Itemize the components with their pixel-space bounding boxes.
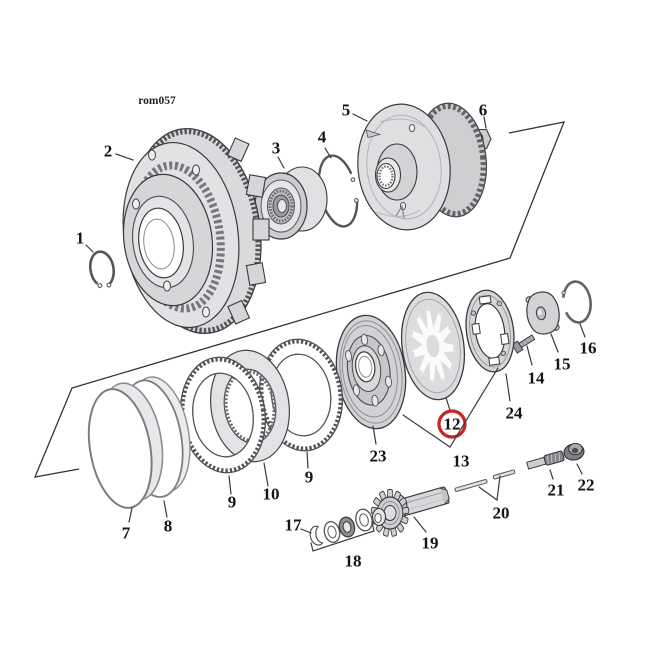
- part-label-6: 6: [479, 101, 488, 120]
- part-17-clip: [309, 525, 324, 546]
- part-14-bolt: [511, 334, 536, 354]
- part-label-9: 9: [305, 468, 314, 487]
- leader-line-22: [576, 463, 583, 475]
- part-label-9: 9: [228, 493, 237, 512]
- part-label-5: 5: [342, 101, 351, 120]
- part-label-21: 21: [548, 481, 565, 500]
- leader-line-13: [402, 367, 499, 448]
- leader-line-3: [277, 156, 285, 169]
- part-16-snap-ring: [561, 280, 592, 324]
- leader-line-7: [128, 507, 133, 523]
- part-label-18: 18: [345, 552, 362, 571]
- figure-code: rom057: [138, 95, 176, 107]
- part-23-pressure-plate: [335, 314, 407, 430]
- diagram-frame: [33, 121, 566, 478]
- part-label-2: 2: [104, 142, 113, 161]
- part-18-washers: [323, 508, 373, 543]
- leader-line-24: [505, 373, 511, 402]
- part-label-16: 16: [580, 339, 597, 358]
- leader-line-5: [352, 113, 368, 122]
- leader-line-6: [483, 116, 487, 129]
- leader-line-20: [478, 475, 501, 502]
- part-12-diaphragm-spring: [395, 288, 471, 404]
- leader-line-16: [579, 323, 586, 338]
- frame-zigzag-line: [33, 121, 566, 478]
- leader-line-1: [85, 244, 94, 253]
- part-label-23: 23: [370, 447, 387, 466]
- part-20-pins: [454, 469, 516, 492]
- leader-line-10: [263, 462, 269, 487]
- leader-line-2: [115, 153, 134, 161]
- part-label-1: 1: [76, 229, 85, 248]
- leader-line-19: [413, 516, 427, 533]
- highlight-circle-part-12: [437, 409, 467, 439]
- part-9-friction-plate-front: [179, 356, 267, 474]
- part-label-17: 17: [285, 516, 303, 535]
- part-label-3: 3: [272, 139, 281, 158]
- part-label-19: 19: [422, 534, 439, 553]
- leader-line-21: [549, 469, 554, 480]
- part-22-nut: [563, 442, 585, 461]
- leader-line-8: [163, 500, 168, 518]
- part-label-15: 15: [554, 355, 571, 374]
- part-19-sprocket-shaft: [370, 486, 450, 537]
- part-label-7: 7: [122, 524, 131, 543]
- part-label-4: 4: [318, 128, 327, 147]
- part-label-8: 8: [164, 517, 173, 536]
- leader-line-15: [550, 333, 559, 353]
- part-15-release-plate: [525, 291, 560, 335]
- part-label-10: 10: [263, 485, 280, 504]
- leader-line-18: [310, 521, 375, 552]
- leader-line-23: [372, 425, 377, 445]
- leader-line-4: [324, 147, 332, 159]
- part-label-13: 13: [453, 452, 470, 471]
- part-label-22: 22: [578, 476, 595, 495]
- part-label-14: 14: [528, 369, 546, 388]
- leader-line-9: [228, 475, 232, 495]
- part-24-retainer-plate: [465, 289, 515, 373]
- leader-line-12: [445, 397, 451, 411]
- leader-line-17: [300, 528, 312, 534]
- part-label-24: 24: [506, 404, 524, 423]
- part-label-12: 12: [444, 415, 461, 434]
- part-5-clutch-hub: [357, 102, 487, 231]
- leader-line-14: [526, 345, 533, 366]
- part-1-snap-ring: [88, 250, 116, 289]
- part-21-screw: [526, 450, 565, 470]
- leader-line-9: [306, 451, 309, 469]
- part-7-ring: [87, 382, 164, 509]
- part-2-clutch-shell: [122, 127, 270, 335]
- part-label-20: 20: [493, 504, 510, 523]
